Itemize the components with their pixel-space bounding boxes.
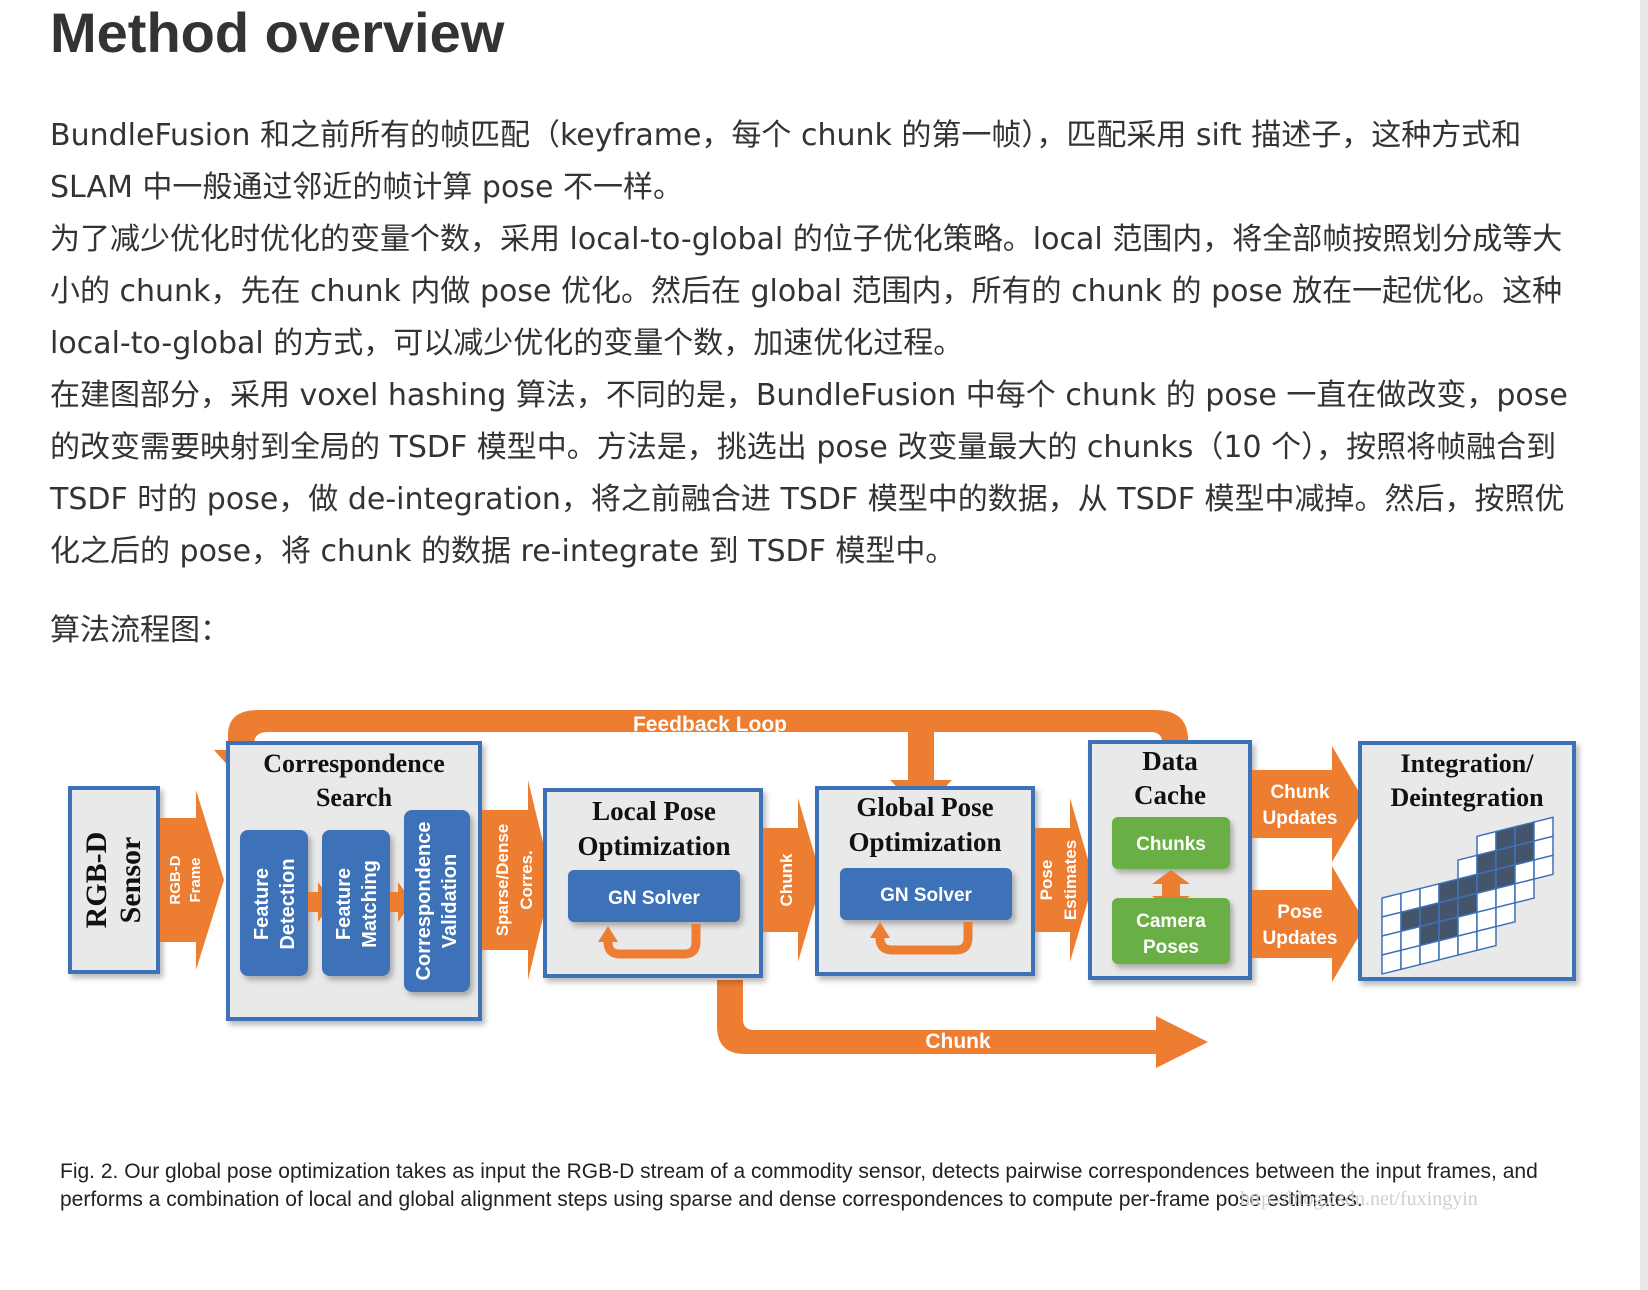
paragraph-1: BundleFusion 和之前所有的帧匹配（keyframe，每个 chunk… (50, 118, 1522, 205)
corr-search-line2: Search (316, 783, 393, 812)
camera-poses-line2: Poses (1143, 937, 1199, 958)
tsdf-voxel (1495, 901, 1516, 928)
rgbd-sensor-box: RGB-D Sensor (68, 786, 160, 974)
data-cache-line1: Data (1142, 746, 1198, 776)
pose-updates-line1: Pose (1277, 902, 1322, 923)
pose-estimates-line1: Pose (1037, 860, 1056, 901)
corr-validation-line2: Validation (439, 854, 461, 948)
integration-box: Integration/ Deintegration (1358, 741, 1576, 981)
feature-detection-line2: Detection (277, 858, 299, 949)
rgbd-frame-arrow: RGB-D Frame (160, 790, 224, 970)
pose-estimates-line2: Estimates (1061, 840, 1080, 920)
paragraph-3: 在建图部分，采用 voxel hashing 算法，不同的是，BundleFus… (50, 378, 1568, 569)
pose-updates-arrow: Pose Updates (1252, 866, 1366, 982)
sparse-dense-line1: Sparse/Dense (493, 824, 512, 936)
watermark: http://blog.csdn.net/fuxingyin (1240, 1188, 1478, 1210)
chunks-label: Chunks (1136, 834, 1206, 855)
global-pose-line2: Optimization (849, 827, 1002, 857)
rgbd-frame-line2: Frame (187, 857, 204, 902)
tsdf-voxel (1457, 930, 1478, 956)
local-pose-line1: Local Pose (592, 796, 716, 826)
camera-poses-block (1112, 898, 1230, 964)
chunk-updates-arrow: Chunk Updates (1252, 746, 1366, 862)
chunk-arrow: Chunk (763, 798, 822, 962)
chunk-updates-line1: Chunk (1270, 782, 1330, 803)
data-cache-box: Data Cache Chunks Camera Poses (1088, 740, 1252, 980)
bottom-chunk-label: Chunk (925, 1030, 991, 1053)
page-title: Method overview (50, 1, 505, 64)
pipeline-figure: Feedback Loop Chunk RGB-D Sensor RGB-D F… (68, 710, 1576, 1068)
feature-detection-block (240, 830, 308, 976)
correspondence-validation-block (404, 810, 470, 992)
local-pose-box: Local Pose Optimization GN Solver (543, 788, 763, 978)
gn-solver-local-label: GN Solver (608, 888, 700, 909)
pose-estimates-arrow: Pose Estimates (1035, 798, 1094, 962)
page-right-edge (1640, 0, 1648, 1290)
feature-detection-line1: Feature (251, 868, 273, 940)
global-pose-box: Global Pose Optimization GN Solver (815, 786, 1035, 976)
sparse-dense-line2: Corres. (517, 850, 536, 910)
feedback-loop-label: Feedback Loop (633, 713, 787, 736)
figure-caption: Fig. 2. Our global pose optimization tak… (60, 1160, 1538, 1211)
local-pose-line2: Optimization (578, 831, 731, 861)
gn-solver-local (568, 870, 740, 922)
tsdf-voxel (1514, 878, 1535, 904)
sensor-label-line2: Sensor (114, 837, 147, 924)
camera-poses-line1: Camera (1136, 911, 1206, 932)
rgbd-frame-line1: RGB-D (167, 855, 184, 904)
sparse-dense-arrow: Sparse/Dense Corres. (482, 780, 552, 980)
corr-validation-line1: Correspondence (413, 822, 435, 981)
corr-search-line1: Correspondence (263, 749, 445, 778)
correspondence-search-box: Correspondence Search Feature Detection … (226, 741, 482, 1021)
feature-matching-line2: Matching (359, 860, 381, 948)
gn-solver-global (840, 868, 1012, 920)
tsdf-voxel (1400, 944, 1421, 971)
tsdf-voxel (1533, 854, 1554, 881)
integration-line2: Deintegration (1390, 783, 1544, 812)
feature-matching-block (322, 830, 390, 976)
integration-line1: Integration/ (1401, 749, 1535, 778)
tsdf-voxel (1476, 925, 1497, 952)
chunk-arrow-label: Chunk (777, 853, 796, 906)
tsdf-voxel (1438, 935, 1459, 961)
bottom-chunk-arrow: Chunk (717, 980, 1208, 1068)
tsdf-grid (1381, 816, 1554, 975)
pose-updates-line2: Updates (1263, 928, 1338, 949)
global-pose-line1: Global Pose (856, 792, 993, 822)
chunk-updates-line2: Updates (1263, 808, 1338, 829)
data-cache-line2: Cache (1134, 780, 1206, 810)
chunks-block (1112, 817, 1230, 869)
gn-solver-global-label: GN Solver (880, 885, 972, 906)
sensor-label-line1: RGB-D (80, 832, 113, 929)
paragraph-2: 为了减少优化时优化的变量个数，采用 local-to-global 的位子优化策… (50, 222, 1563, 361)
flowchart-label: 算法流程图： (50, 613, 230, 648)
tsdf-voxel (1381, 949, 1402, 975)
feature-matching-line1: Feature (333, 868, 355, 940)
tsdf-voxel (1419, 939, 1440, 966)
